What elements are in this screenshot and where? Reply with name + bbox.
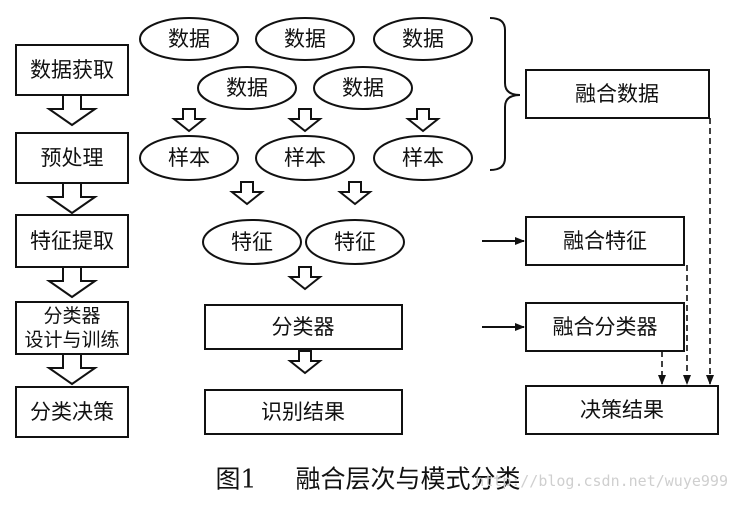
result-box: [204, 389, 403, 435]
stage-label-decision: 分类决策: [30, 400, 114, 424]
decision-result-label: 决策结果: [580, 398, 664, 422]
flow-arrow: [171, 108, 207, 133]
sample-ellipse: [139, 135, 239, 181]
data-ellipse-label: 数据: [402, 27, 444, 51]
flow-arrow: [229, 181, 265, 206]
sample-ellipse: [255, 135, 355, 181]
fusion-classifier-label: 融合分类器: [553, 315, 658, 339]
decision-result-box: [525, 385, 719, 435]
sample-ellipse: [373, 135, 473, 181]
stage-flow-arrow: [45, 266, 99, 299]
fusion-data-box: [525, 69, 710, 119]
sample-ellipse-label: 样本: [284, 146, 326, 170]
data-ellipse: [139, 17, 239, 61]
sample-ellipse-label: 样本: [168, 146, 210, 170]
stage-flow-arrow: [45, 94, 99, 127]
fusion-classifier-box: [525, 302, 685, 352]
data-ellipse: [313, 66, 413, 110]
feature-ellipse: [305, 219, 405, 265]
data-ellipse-label: 数据: [342, 76, 384, 100]
stage-box-decision: [15, 386, 129, 438]
data-ellipse-label: 数据: [168, 27, 210, 51]
caption-label: 图1: [216, 465, 257, 494]
sample-ellipse-label: 样本: [402, 146, 444, 170]
curly-brace: [489, 17, 521, 171]
data-ellipse-label: 数据: [284, 27, 326, 51]
stage-label-classifier-line1: 分类器: [43, 305, 100, 327]
fusion-data-label: 融合数据: [575, 82, 659, 106]
data-ellipse: [197, 66, 297, 110]
feature-ellipse-label: 特征: [334, 230, 376, 254]
feature-ellipse: [202, 219, 302, 265]
watermark: http://blog.csdn.net/wuye999: [475, 472, 728, 490]
stage-label-feature: 特征提取: [30, 229, 114, 253]
data-ellipse: [255, 17, 355, 61]
feature-ellipse-label: 特征: [231, 230, 273, 254]
flow-arrow: [405, 108, 441, 133]
fusion-feature-label: 融合特征: [563, 229, 647, 253]
caption-title: 融合层次与模式分类: [295, 465, 520, 494]
classifier-box: [204, 304, 403, 350]
flow-arrow: [337, 181, 373, 206]
flow-arrow: [287, 350, 323, 375]
data-ellipse-label: 数据: [226, 76, 268, 100]
classifier-box-label: 分类器: [272, 315, 335, 339]
stage-label-classifier-line2: 设计与训练: [24, 329, 119, 351]
flow-arrow: [287, 108, 323, 133]
result-box-label: 识别结果: [261, 400, 345, 424]
stage-label-preprocess: 预处理: [41, 146, 104, 170]
data-ellipse: [373, 17, 473, 61]
stage-label-acquire: 数据获取: [30, 58, 114, 82]
flow-arrow: [287, 266, 323, 291]
fusion-feature-box: [525, 216, 685, 266]
stage-flow-arrow: [45, 353, 99, 386]
stage-flow-arrow: [45, 182, 99, 215]
